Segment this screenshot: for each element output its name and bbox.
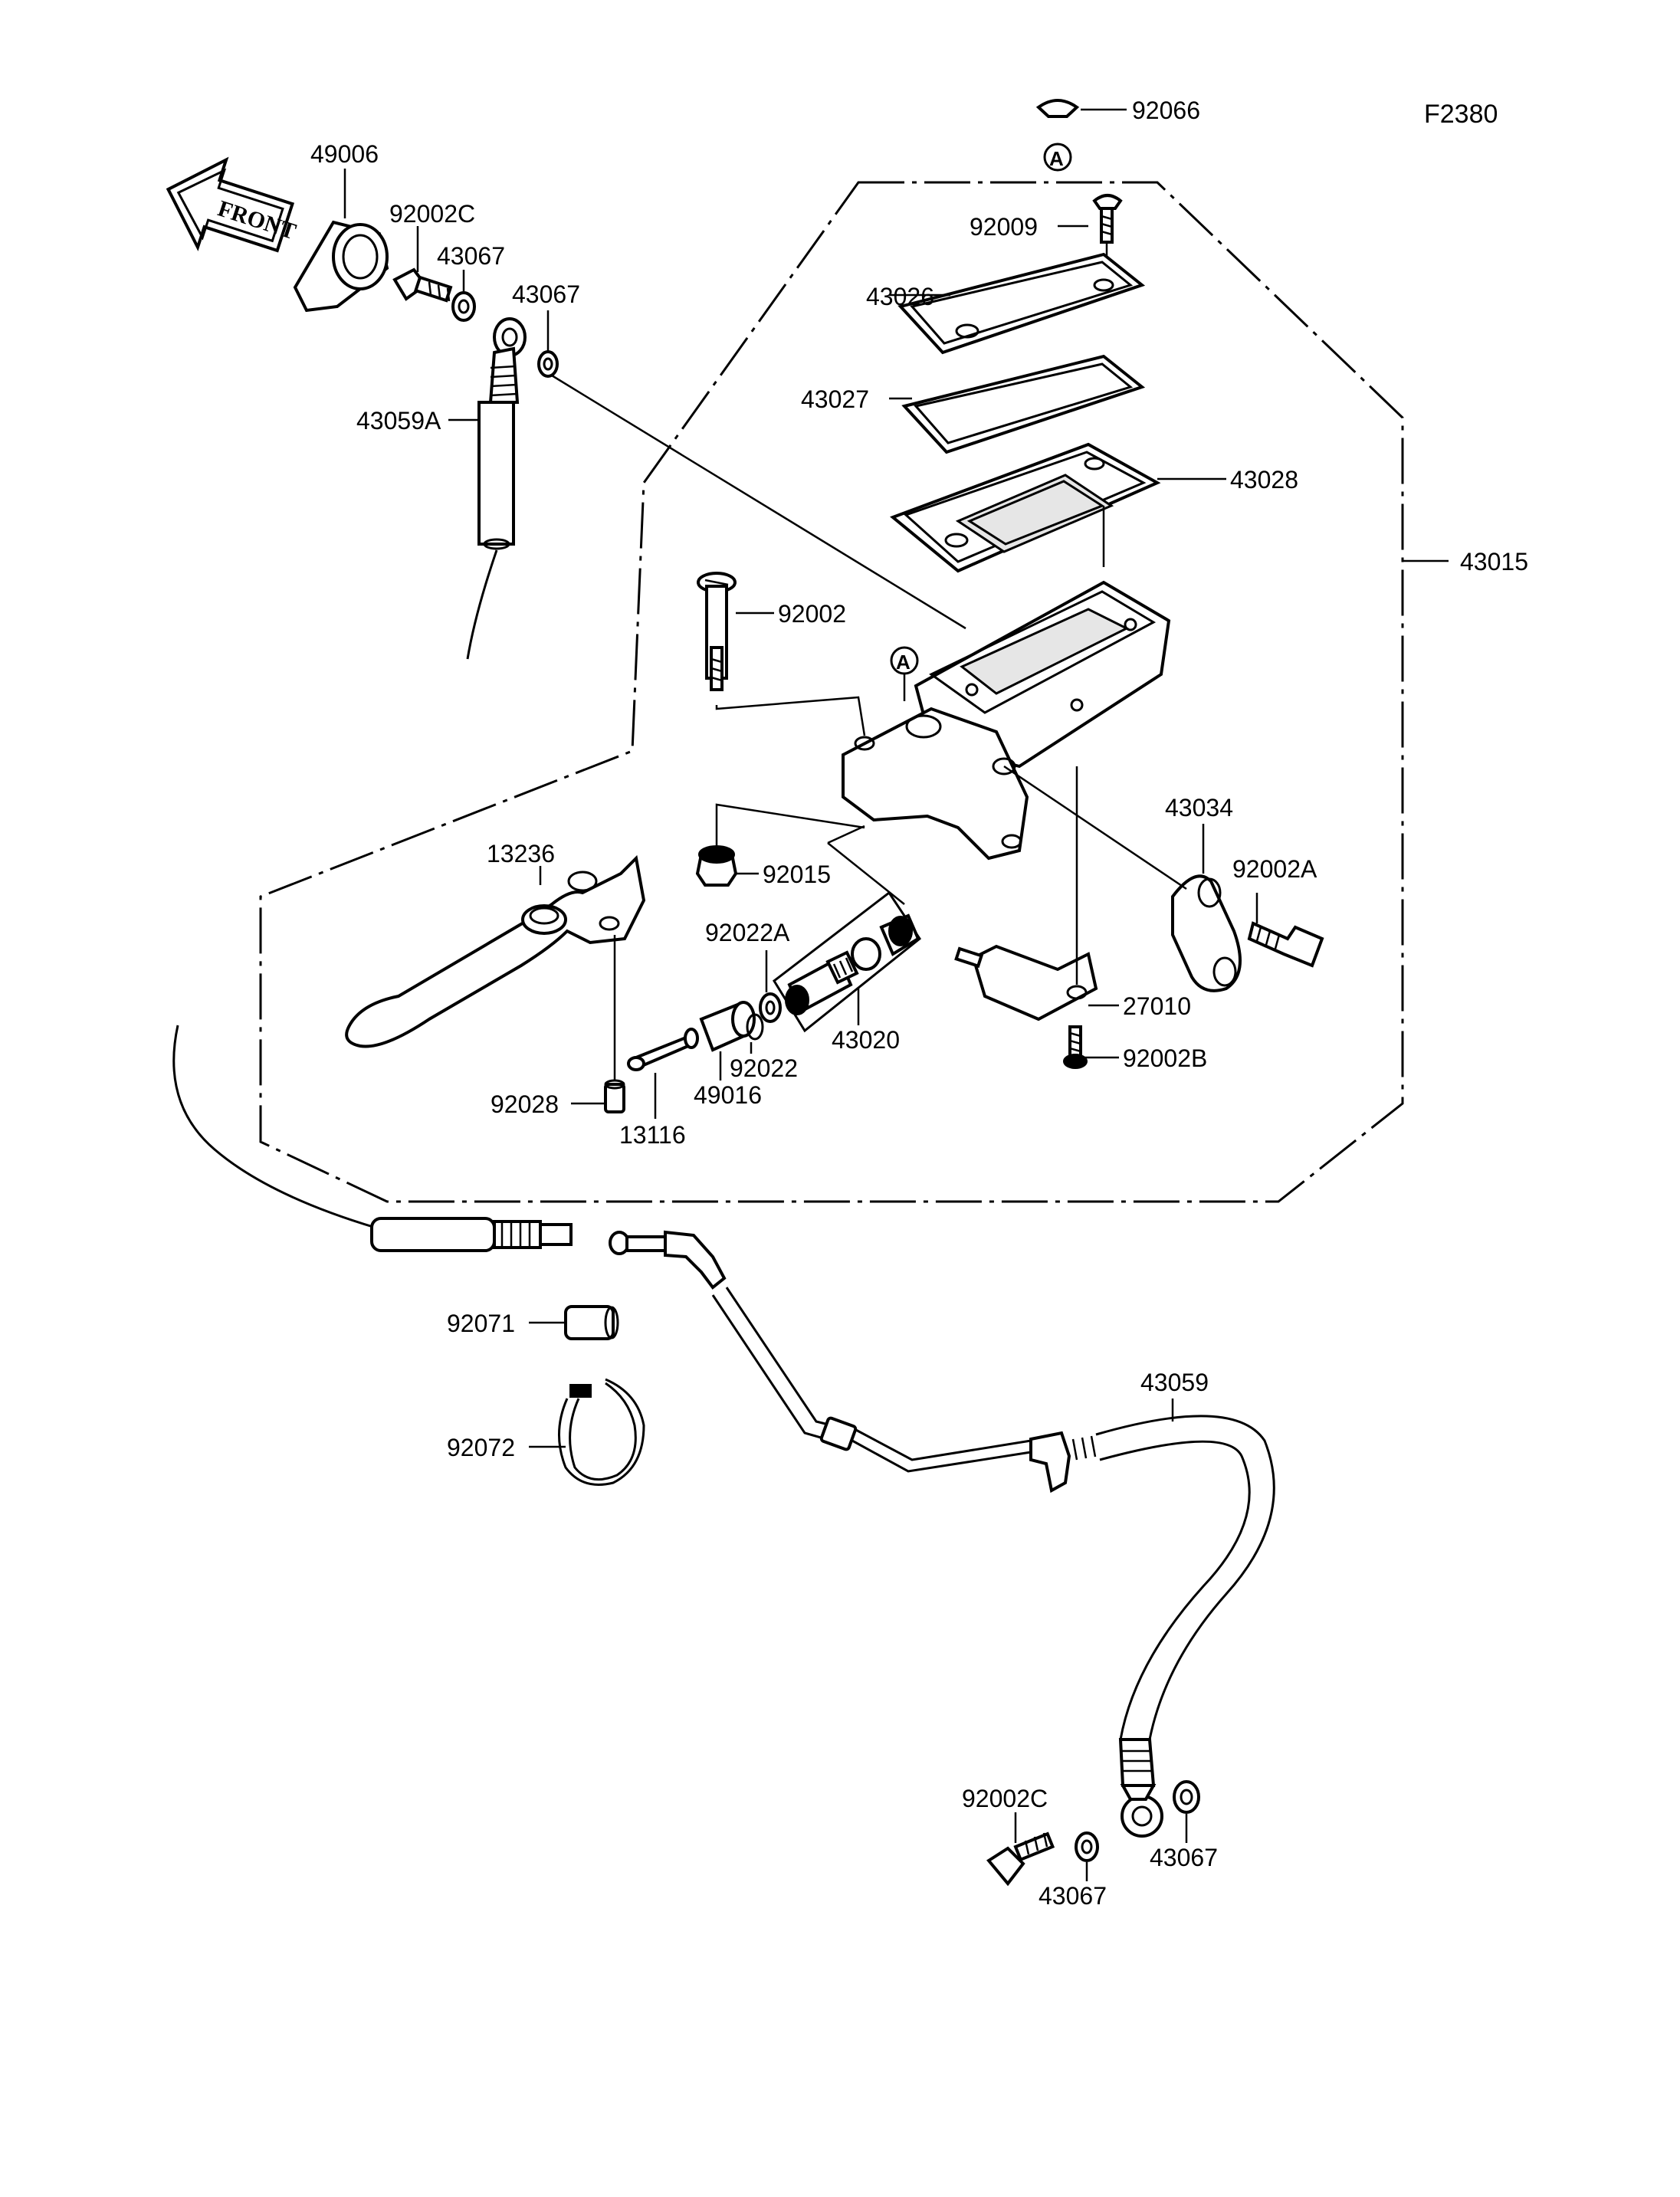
label-43028: 43028 — [1230, 466, 1298, 494]
part-49016-boot-icon — [699, 1001, 756, 1052]
label-92022: 92022 — [730, 1054, 798, 1082]
part-49006-boot-icon — [293, 220, 389, 313]
part-hose-fitting-left-icon — [370, 1217, 573, 1252]
part-92072-clamp-band-icon — [558, 1378, 645, 1486]
label-13116: 13116 — [619, 1121, 686, 1149]
part-92071-sleeve-icon — [564, 1305, 619, 1340]
label-92015: 92015 — [763, 861, 831, 888]
label-43067-b: 43067 — [512, 280, 580, 308]
part-92002c-top-bolt-icon — [392, 267, 453, 303]
assembly-boundary-43015 — [259, 181, 1404, 1203]
label-43026: 43026 — [866, 283, 934, 310]
label-43059a: 43059A — [356, 407, 441, 434]
part-92002a-bolt-icon — [1247, 921, 1324, 968]
part-43027-plate-icon — [901, 354, 1146, 454]
part-92002-bolt-icon — [697, 572, 737, 691]
part-43020-piston-kit-icon — [773, 890, 922, 1033]
label-49016: 49016 — [694, 1081, 762, 1109]
axis-piston — [827, 842, 905, 905]
part-92022-circlip-icon — [746, 1013, 764, 1041]
front-arrow-icon: FRONT — [166, 156, 299, 253]
part-92002c-bottom-bolt-icon — [986, 1831, 1055, 1887]
label-43067-c: 43067 — [1039, 1882, 1107, 1910]
pipe-segment-a-2 — [725, 1287, 832, 1427]
pipe-segment-b-1 — [851, 1439, 1032, 1473]
part-43034-clamp-icon — [1171, 874, 1242, 992]
label-92002c-top: 92002C — [389, 200, 475, 228]
ref-marker-a-body: A — [890, 646, 919, 675]
figure-code: F2380 — [1424, 100, 1498, 129]
label-92009: 92009 — [970, 213, 1038, 241]
label-92002c-bottom: 92002C — [962, 1785, 1048, 1812]
part-27010-switch-icon — [954, 944, 1098, 1021]
axis-piston-b — [827, 825, 865, 844]
label-92071: 92071 — [447, 1310, 515, 1337]
svg-text:A: A — [1049, 147, 1064, 170]
part-43067-washer-c-icon — [1075, 1831, 1099, 1862]
part-43067-washer-d-icon — [1173, 1780, 1200, 1814]
label-43015: 43015 — [1460, 548, 1528, 575]
part-92015-nut-icon — [695, 845, 738, 887]
part-pipe-fitting-icon — [609, 1230, 727, 1290]
line-body-to-clamp — [1003, 765, 1187, 890]
line-92002-to-body — [715, 696, 866, 736]
label-92066: 92066 — [1132, 97, 1200, 124]
part-43028-diaphragm-icon — [890, 442, 1161, 573]
label-92028: 92028 — [491, 1090, 559, 1118]
label-43067-a: 43067 — [437, 242, 505, 270]
label-92002a: 92002A — [1232, 855, 1317, 883]
label-43059: 43059 — [1140, 1369, 1209, 1396]
label-13236: 13236 — [487, 840, 555, 867]
master-cylinder-body-icon — [842, 580, 1171, 861]
part-92009-screw-icon — [1092, 194, 1123, 244]
pipe-segment-b-2 — [854, 1428, 1032, 1461]
label-43034: 43034 — [1165, 794, 1233, 821]
label-43020: 43020 — [832, 1026, 900, 1054]
label-92022a: 92022A — [705, 919, 790, 946]
part-92002b-screw-icon — [1063, 1025, 1088, 1069]
ref-marker-a-top: A — [1043, 143, 1072, 172]
svg-text:A: A — [896, 651, 911, 674]
hose-continuation-top — [466, 549, 498, 660]
label-43067-d: 43067 — [1150, 1844, 1218, 1871]
line-92015-to-body — [715, 803, 865, 847]
label-92002b: 92002B — [1123, 1044, 1207, 1072]
part-13116-pushrod-icon — [627, 1028, 699, 1071]
part-13236-lever-icon — [345, 854, 646, 1048]
part-92066-icon — [1035, 99, 1080, 118]
label-49006: 49006 — [310, 140, 379, 168]
label-92072: 92072 — [447, 1434, 515, 1461]
label-43027: 43027 — [801, 385, 869, 413]
part-43067-washer-b-icon — [537, 350, 559, 378]
hose-left-arc — [172, 1025, 376, 1229]
label-27010: 27010 — [1123, 992, 1191, 1020]
pipe-clip-icon — [819, 1416, 858, 1451]
part-43059-hose-icon — [1029, 1415, 1275, 1838]
part-43059a-hose-icon — [477, 317, 527, 550]
label-92002: 92002 — [778, 600, 846, 628]
part-43026-cover-icon — [897, 252, 1146, 355]
part-92028-pin-icon — [604, 1079, 625, 1113]
part-43067-washer-a-icon — [451, 291, 476, 322]
line-banjo-to-body — [551, 374, 966, 630]
part-92022a-washer-icon — [759, 992, 782, 1023]
